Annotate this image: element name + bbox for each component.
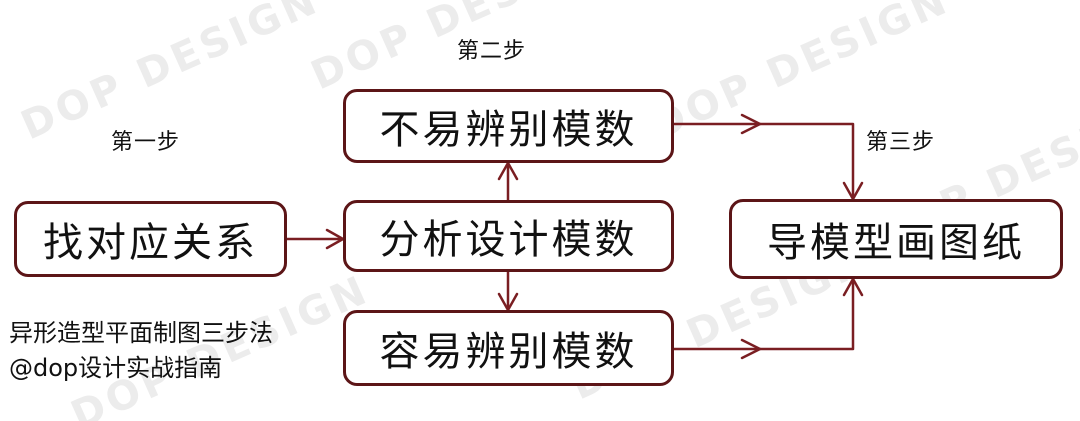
step-3-label: 第三步 bbox=[866, 130, 936, 155]
caption-title: 异形造型平面制图三步法 bbox=[9, 319, 273, 347]
export-model-box: 导模型画图纸 bbox=[729, 199, 1063, 279]
step-1-label: 第一步 bbox=[111, 130, 181, 155]
easy-module-box: 容易辨别模数 bbox=[343, 310, 674, 386]
line-hard-to-draw bbox=[672, 122, 855, 201]
step-2-label: 第二步 bbox=[457, 39, 527, 64]
analyze-module-box: 分析设计模数 bbox=[343, 200, 674, 272]
arrowhead-easy-midline bbox=[740, 338, 762, 360]
arrowhead-analyze-to-hard bbox=[497, 161, 519, 181]
find-correspondence-box: 找对应关系 bbox=[14, 201, 287, 277]
line-easy-to-draw bbox=[672, 277, 855, 351]
arrowhead-easy-to-draw bbox=[842, 277, 864, 297]
caption-author: @dop设计实战指南 bbox=[9, 354, 223, 382]
hard-module-box: 不易辨别模数 bbox=[343, 89, 674, 163]
arrowhead-hard-midline bbox=[740, 113, 762, 135]
